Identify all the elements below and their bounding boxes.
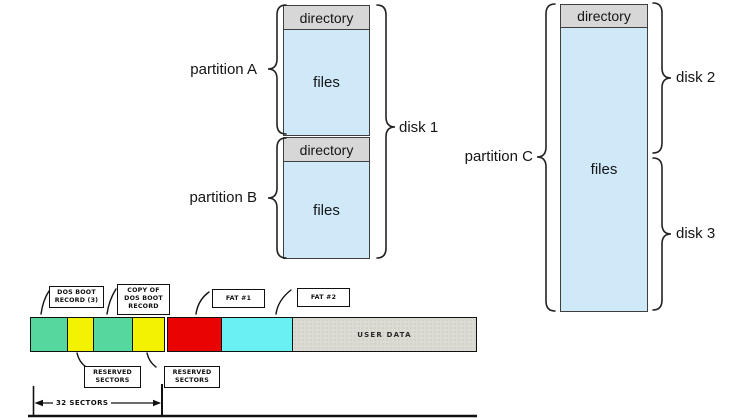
sector-span-arrowhead-right <box>153 399 161 407</box>
callout-line: SECTORS <box>175 377 209 385</box>
partition-c-label: partition C <box>464 148 533 165</box>
callout-dos-boot-record: DOS BOOT RECORD (3) <box>49 286 104 309</box>
fat-2-leader-line <box>275 289 292 315</box>
disk-2-label: disk 2 <box>676 69 716 86</box>
disk-2-brace <box>652 2 672 154</box>
segment-dos-boot-record <box>30 317 68 352</box>
partition-c-files-box: files <box>560 27 648 312</box>
user-data-label: USER DATA <box>357 330 412 339</box>
callout-reserved-sectors-1: RESERVED SECTORS <box>84 366 141 389</box>
callout-line: FAT #2 <box>310 293 337 301</box>
partition-c-directory-box: directory <box>560 4 648 28</box>
sector-span-label: 32 SECTORS <box>53 399 112 408</box>
callout-fat-1: FAT #1 <box>212 289 265 309</box>
callout-line: RECORD (3) <box>54 297 99 305</box>
disk-3-label: disk 3 <box>676 225 716 242</box>
sector-span-arrowhead-left <box>34 399 43 407</box>
callout-reserved-sectors-2: RESERVED SECTORS <box>164 366 220 389</box>
callout-line: DOS BOOT <box>124 295 163 303</box>
disk-3-brace <box>652 157 672 311</box>
callout-line: RECORD <box>128 303 159 311</box>
partition-a-label: partition A <box>190 61 257 78</box>
segment-fat-1 <box>167 317 222 352</box>
partition-b-directory-box: directory <box>283 137 370 162</box>
copy-dos-boot-leader-line <box>106 288 117 315</box>
callout-line: FAT #1 <box>225 294 252 302</box>
segment-fat-2 <box>221 317 293 352</box>
callout-line: RESERVED <box>93 369 132 376</box>
callout-fat-2: FAT #2 <box>297 288 350 308</box>
callout-line: SECTORS <box>95 377 130 385</box>
callout-line: DOS BOOT <box>57 289 96 296</box>
reserved-1-leader-line <box>76 352 87 368</box>
dos-boot-leader-line <box>40 290 50 315</box>
reserved-2-leader-line <box>146 352 157 368</box>
disk-1-brace <box>376 4 396 259</box>
fat-1-leader-line <box>195 291 210 315</box>
partition-c-brace <box>536 3 556 312</box>
disk-1-label: disk 1 <box>399 119 439 136</box>
callout-line: RESERVED <box>172 369 212 376</box>
partition-a-files-box: files <box>283 29 370 136</box>
partition-b-label: partition B <box>189 189 257 206</box>
segment-reserved-sectors-2 <box>132 317 165 352</box>
segment-user-data: USER DATA <box>292 317 477 352</box>
callout-copy-of-dos-boot-record: COPY OF DOS BOOT RECORD <box>117 284 170 315</box>
segment-reserved-sectors-1 <box>67 317 94 352</box>
partition-a-directory-box: directory <box>283 5 370 30</box>
partition-b-files-box: files <box>283 161 370 259</box>
segment-copy-of-dos-boot-record <box>93 317 133 352</box>
callout-line: COPY OF <box>127 287 160 294</box>
